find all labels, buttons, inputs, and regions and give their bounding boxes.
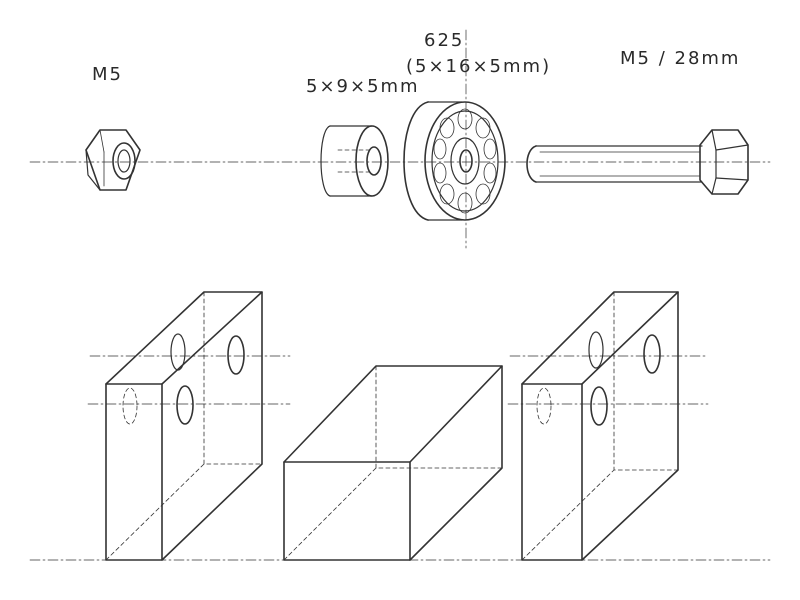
bearing-size-label: (5×16×5mm)	[406, 56, 552, 77]
middle-block	[283, 365, 503, 561]
spacer	[320, 125, 389, 197]
bearing	[403, 29, 506, 249]
bolt-label: M5 / 28mm	[620, 48, 741, 69]
nut-label: M5	[92, 64, 123, 85]
hex-nut	[85, 129, 141, 191]
bearing-code-label: 625	[424, 30, 465, 51]
right-block	[507, 291, 709, 561]
bolt	[526, 129, 749, 195]
left-block	[87, 291, 291, 561]
spacer-label: 5×9×5mm	[306, 76, 420, 97]
bearing-balls	[433, 108, 497, 214]
